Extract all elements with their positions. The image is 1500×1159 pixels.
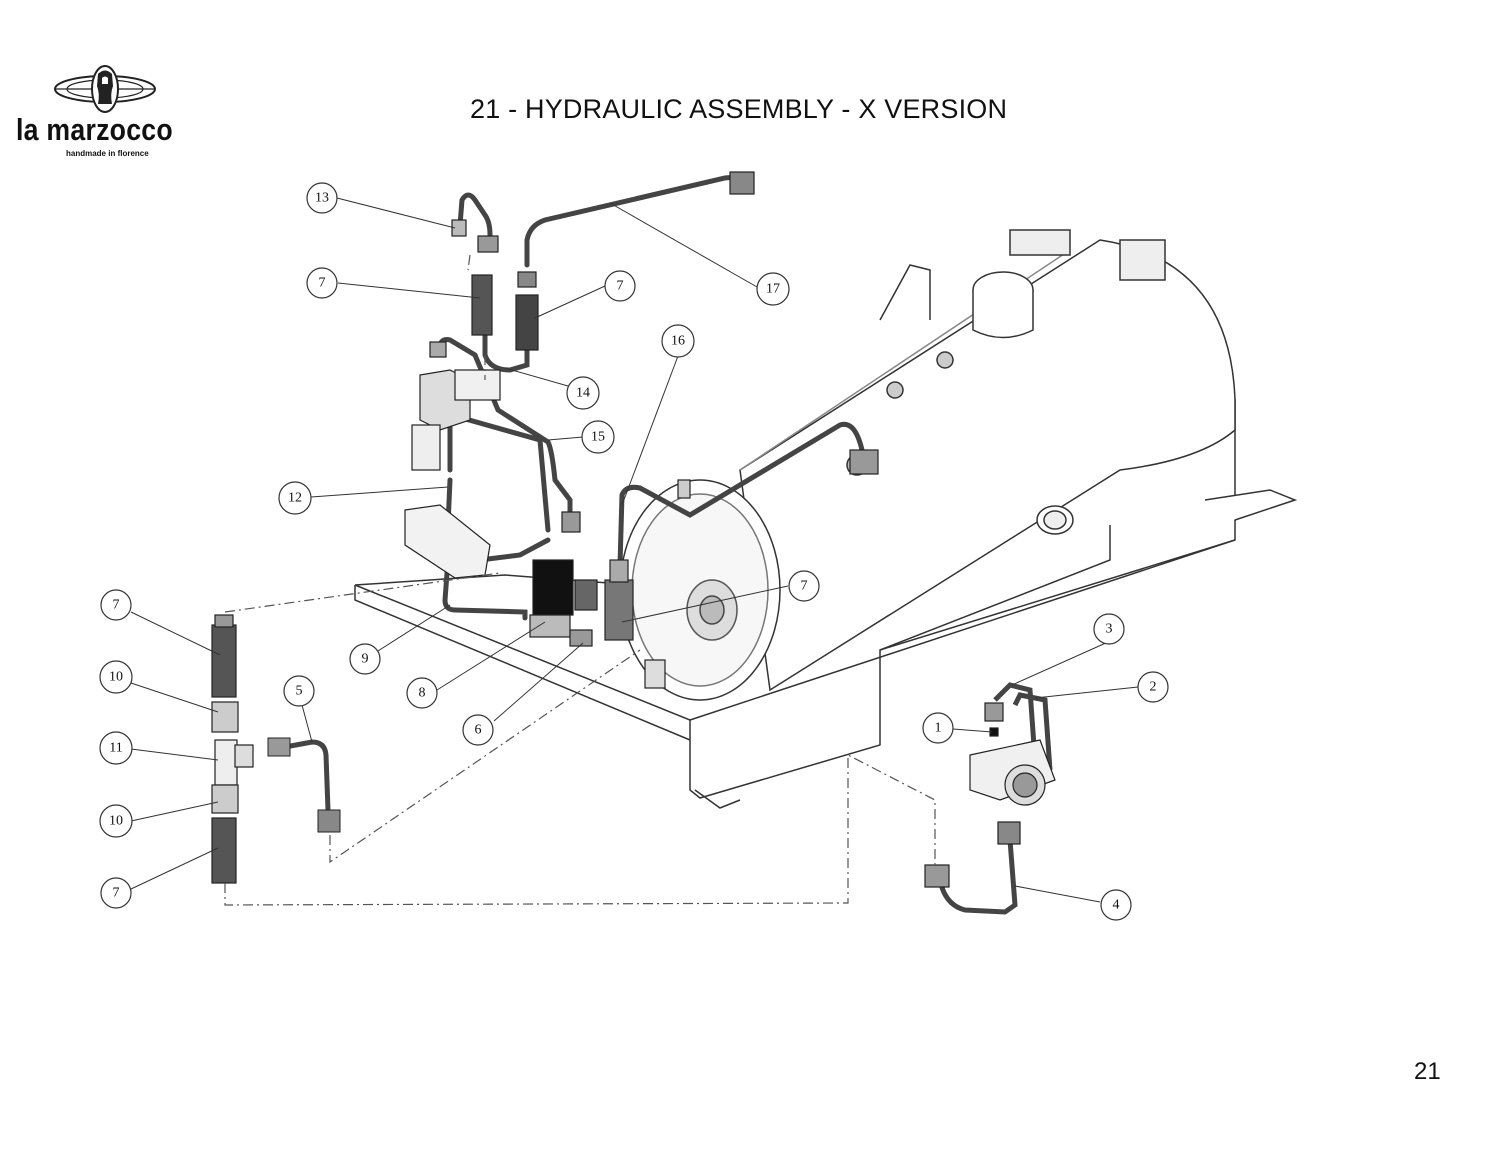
callout-5: 5	[283, 675, 315, 707]
svg-text:4: 4	[1113, 898, 1120, 913]
svg-text:7: 7	[801, 579, 808, 594]
callouts: 13 7 7 17 16 14 15 12 7 9 8 6 7 10 11 10…	[99, 182, 1169, 921]
callout-17: 17	[756, 272, 790, 306]
svg-text:6: 6	[475, 723, 482, 738]
callout-2: 2	[1137, 671, 1169, 703]
callout-7: 7	[100, 877, 132, 909]
pipe-5	[267, 737, 341, 833]
callout-14: 14	[566, 376, 600, 410]
callout-4: 4	[1100, 889, 1132, 921]
svg-text:7: 7	[319, 276, 326, 291]
svg-text:12: 12	[288, 491, 302, 506]
svg-text:16: 16	[671, 334, 685, 349]
svg-text:17: 17	[766, 282, 780, 297]
callout-7: 7	[604, 270, 636, 302]
fittings	[404, 171, 879, 689]
svg-text:9: 9	[362, 652, 369, 667]
svg-text:7: 7	[617, 279, 624, 294]
svg-text:10: 10	[109, 670, 123, 685]
brand-name: la marzocco	[16, 112, 173, 147]
svg-text:11: 11	[109, 741, 122, 756]
svg-text:1: 1	[935, 721, 942, 736]
exploded-right-parts	[924, 682, 1056, 915]
callout-10: 10	[99, 804, 133, 838]
callout-10: 10	[99, 660, 133, 694]
callout-1: 1	[922, 712, 954, 744]
callout-3: 3	[1093, 613, 1125, 645]
callout-16: 16	[661, 324, 695, 358]
page-number: 21	[1414, 1058, 1441, 1085]
page-title: 21 - HYDRAULIC ASSEMBLY - X VERSION	[470, 94, 1008, 124]
callout-12: 12	[278, 481, 312, 515]
svg-text:10: 10	[109, 814, 123, 829]
svg-text:3: 3	[1106, 622, 1113, 637]
callout-7: 7	[306, 267, 338, 299]
svg-text:13: 13	[315, 191, 329, 206]
svg-text:5: 5	[296, 684, 303, 699]
callout-13: 13	[306, 182, 338, 214]
callout-9: 9	[349, 643, 381, 675]
svg-text:14: 14	[576, 386, 590, 401]
boiler	[619, 229, 1236, 701]
brand-block: la marzocco handmade in florence	[12, 62, 212, 162]
callout-15: 15	[581, 420, 615, 454]
svg-text:7: 7	[113, 598, 120, 613]
globe-lion-logo-icon	[54, 65, 156, 113]
callout-6: 6	[462, 714, 494, 746]
exploded-left-parts	[211, 614, 254, 884]
svg-text:15: 15	[591, 430, 605, 445]
svg-text:7: 7	[113, 886, 120, 901]
callout-7: 7	[788, 570, 820, 602]
callout-7: 7	[100, 589, 132, 621]
brand-tagline: handmade in florence	[66, 149, 149, 158]
leader-lines	[130, 197, 1139, 903]
callout-11: 11	[99, 731, 133, 765]
assembly-guide-lines	[224, 254, 936, 906]
svg-text:2: 2	[1150, 680, 1157, 695]
svg-text:8: 8	[419, 686, 426, 701]
callout-8: 8	[406, 677, 438, 709]
